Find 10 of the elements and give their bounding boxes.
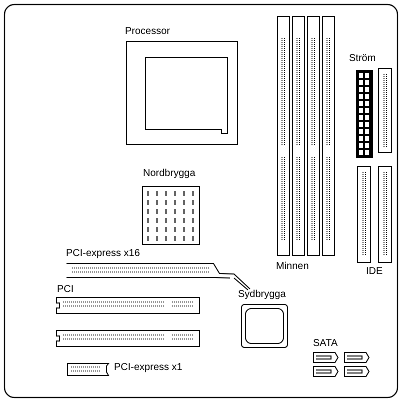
component-label: IDE [366, 266, 383, 278]
component-label: PCI-express x1 [114, 362, 182, 374]
component-label: Processor [125, 26, 170, 38]
component-label: Sydbrygga [238, 289, 286, 301]
component-label: PCI-express x16 [66, 248, 140, 260]
component-label: Nordbrygga [143, 168, 196, 180]
component-label: PCI [57, 284, 74, 296]
component-label: Minnen [276, 261, 309, 273]
component-label: SATA [313, 338, 338, 350]
component-label: Ström [349, 53, 376, 65]
